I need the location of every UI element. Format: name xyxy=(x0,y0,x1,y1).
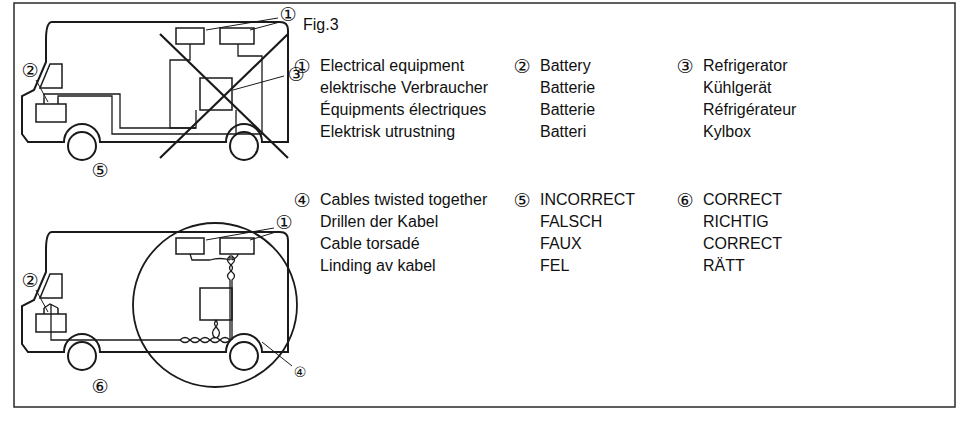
figure-frame xyxy=(14,3,955,407)
leader-lines xyxy=(36,228,292,366)
legend-text: Electrical equipment xyxy=(320,56,464,75)
legend-text: FEL xyxy=(540,256,569,275)
legend-text: FAUX xyxy=(540,234,582,253)
callout-number: ⑥ xyxy=(676,189,693,212)
figure-title: Fig.3 xyxy=(303,15,339,34)
legend-text: INCORRECT xyxy=(540,190,635,209)
legend-text: elektrische Verbraucher xyxy=(320,78,488,97)
callout-number: ⑥ xyxy=(91,375,108,398)
legend-text: Kylbox xyxy=(703,122,751,141)
leader-lines xyxy=(36,18,284,102)
callout-number: ① xyxy=(279,3,296,26)
legend-text: RICHTIG xyxy=(703,212,769,231)
legend-text: Refrigerator xyxy=(703,56,787,75)
legend-text: Elektrisk utrustning xyxy=(320,122,455,141)
legend-text: CORRECT xyxy=(703,190,782,209)
van-correct xyxy=(22,223,297,387)
legend-text: Battery xyxy=(540,56,591,75)
legend-text: Kühlgerät xyxy=(703,78,772,97)
callout-number: ② xyxy=(513,55,530,78)
callout-number: ① xyxy=(275,211,292,234)
callout-number: ③ xyxy=(287,63,304,86)
legend-text: Batteri xyxy=(540,122,586,141)
legend-text: Linding av kabel xyxy=(320,256,436,275)
callout-number: ② xyxy=(21,269,38,292)
legend-text: Équipments électriques xyxy=(320,100,486,119)
callout-number: ④ xyxy=(294,364,307,381)
legend-text: Réfrigérateur xyxy=(703,100,796,119)
legend-text: Cables twisted together xyxy=(320,190,487,209)
legend-text: Batterie xyxy=(540,78,595,97)
legend-text: Drillen der Kabel xyxy=(320,212,438,231)
callout-number: ⑤ xyxy=(91,159,108,182)
legend-text: Batterie xyxy=(540,100,595,119)
van-incorrect xyxy=(22,22,288,160)
callout-number: ③ xyxy=(676,55,693,78)
callout-number: ⑤ xyxy=(513,189,530,212)
legend-text: Cable torsadé xyxy=(320,234,420,253)
callout-number: ④ xyxy=(293,189,310,212)
callout-number: ② xyxy=(21,59,38,82)
legend-text: RÄTT xyxy=(703,256,745,275)
legend-text: FALSCH xyxy=(540,212,602,231)
legend-text: CORRECT xyxy=(703,234,782,253)
